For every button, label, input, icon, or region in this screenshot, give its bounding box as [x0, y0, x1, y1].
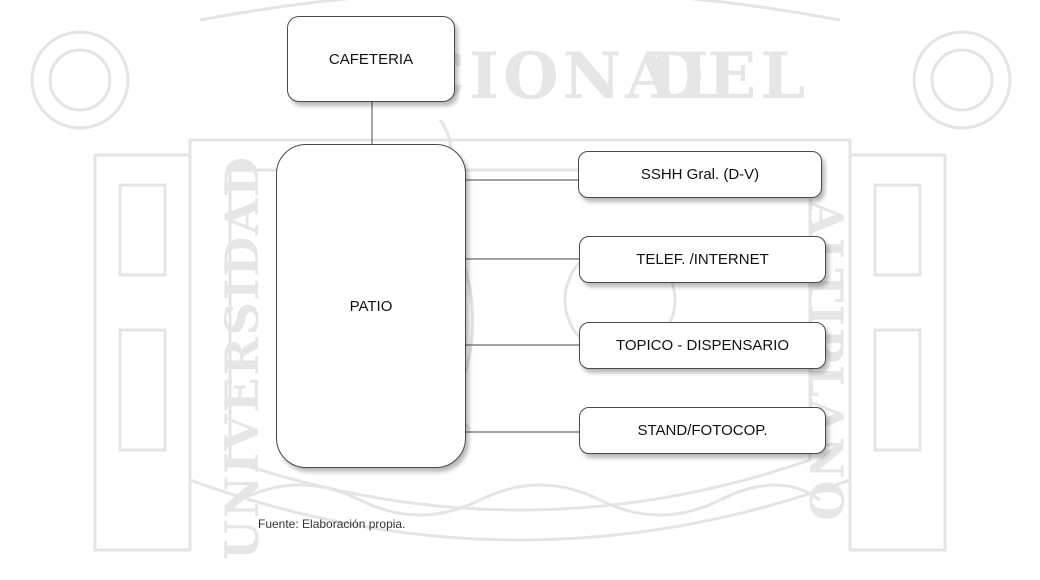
- node-stand-fotocop: STAND/FOTOCOP.: [579, 407, 826, 454]
- node-telef-internet-label: TELEF. /INTERNET: [636, 251, 769, 268]
- node-cafeteria: CAFETERIA: [287, 16, 455, 102]
- node-topico-dispensario-label: TOPICO - DISPENSARIO: [616, 337, 789, 354]
- node-telef-internet: TELEF. /INTERNET: [579, 236, 826, 283]
- node-patio-label: PATIO: [350, 298, 393, 315]
- node-topico-dispensario: TOPICO - DISPENSARIO: [579, 322, 826, 369]
- node-sshh: SSHH Gral. (D-V): [578, 151, 822, 198]
- node-stand-fotocop-label: STAND/FOTOCOP.: [637, 422, 767, 439]
- node-patio: PATIO: [276, 144, 466, 468]
- node-cafeteria-label: CAFETERIA: [329, 51, 413, 68]
- node-sshh-label: SSHH Gral. (D-V): [641, 166, 759, 183]
- watermark-word-universidad: UNIVERSIDAD: [215, 155, 269, 560]
- watermark-word-del: DEL: [648, 39, 809, 114]
- source-note: Fuente: Elaboración propia.: [258, 517, 405, 531]
